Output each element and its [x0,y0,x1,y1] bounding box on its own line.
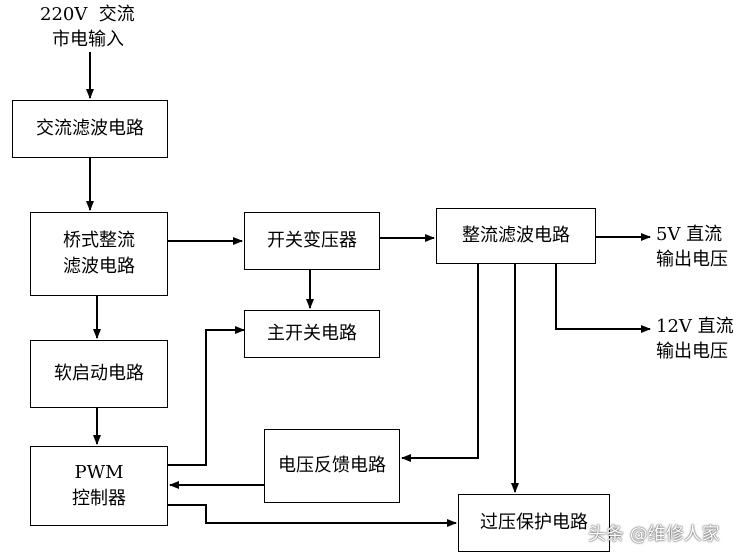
ac-input-label: 220V 交流 市电输入 [40,2,135,52]
rect-filter-label: 整流滤波电路 [462,224,570,246]
bridge-filter-block: 桥式整流 滤波电路 [30,212,168,296]
overvoltage-label: 过压保护电路 [480,511,588,533]
bridge-filter-line1: 桥式整流 [63,229,135,251]
overvoltage-block: 过压保护电路 [458,494,610,552]
output-5v-label: 5V 直流 输出电压 [656,222,728,272]
voltage-feedback-block: 电压反馈电路 [264,429,400,503]
output-12v-label: 12V 直流 输出电压 [656,314,734,364]
arrow-rect-filter-to-feedback [401,264,479,462]
soft-start-block: 软启动电路 [30,340,168,408]
voltage-feedback-label: 电压反馈电路 [278,454,386,476]
main-switch-label: 主开关电路 [267,322,357,344]
transformer-label: 开关变压器 [267,229,357,251]
pwm-controller-block: PWM 控制器 [30,446,168,526]
arrow-rect-filter-to-12v [555,264,651,333]
output-5v-line2: 输出电压 [656,249,728,271]
output-12v-line2: 输出电压 [656,341,728,363]
bridge-filter-line2: 滤波电路 [63,256,135,277]
pwm-line1: PWM [74,461,124,483]
ac-input-line2: 市电输入 [52,29,124,51]
arrow-pwm-to-main-switch [167,326,245,466]
ac-filter-block: 交流滤波电路 [12,100,168,158]
arrow-pwm-to-overvoltage [167,504,457,527]
output-12v-line1: 12V 直流 [656,316,734,337]
soft-start-label: 软启动电路 [54,362,144,384]
ac-input-line1: 220V 交流 [40,4,135,25]
transformer-block: 开关变压器 [244,212,380,270]
output-5v-line1: 5V 直流 [656,224,723,245]
ac-filter-label: 交流滤波电路 [36,117,144,139]
watermark: 头条 @维修人家 [588,524,720,545]
main-switch-block: 主开关电路 [244,310,380,358]
pwm-line2: 控制器 [72,488,126,509]
rect-filter-block: 整流滤波电路 [436,208,596,264]
